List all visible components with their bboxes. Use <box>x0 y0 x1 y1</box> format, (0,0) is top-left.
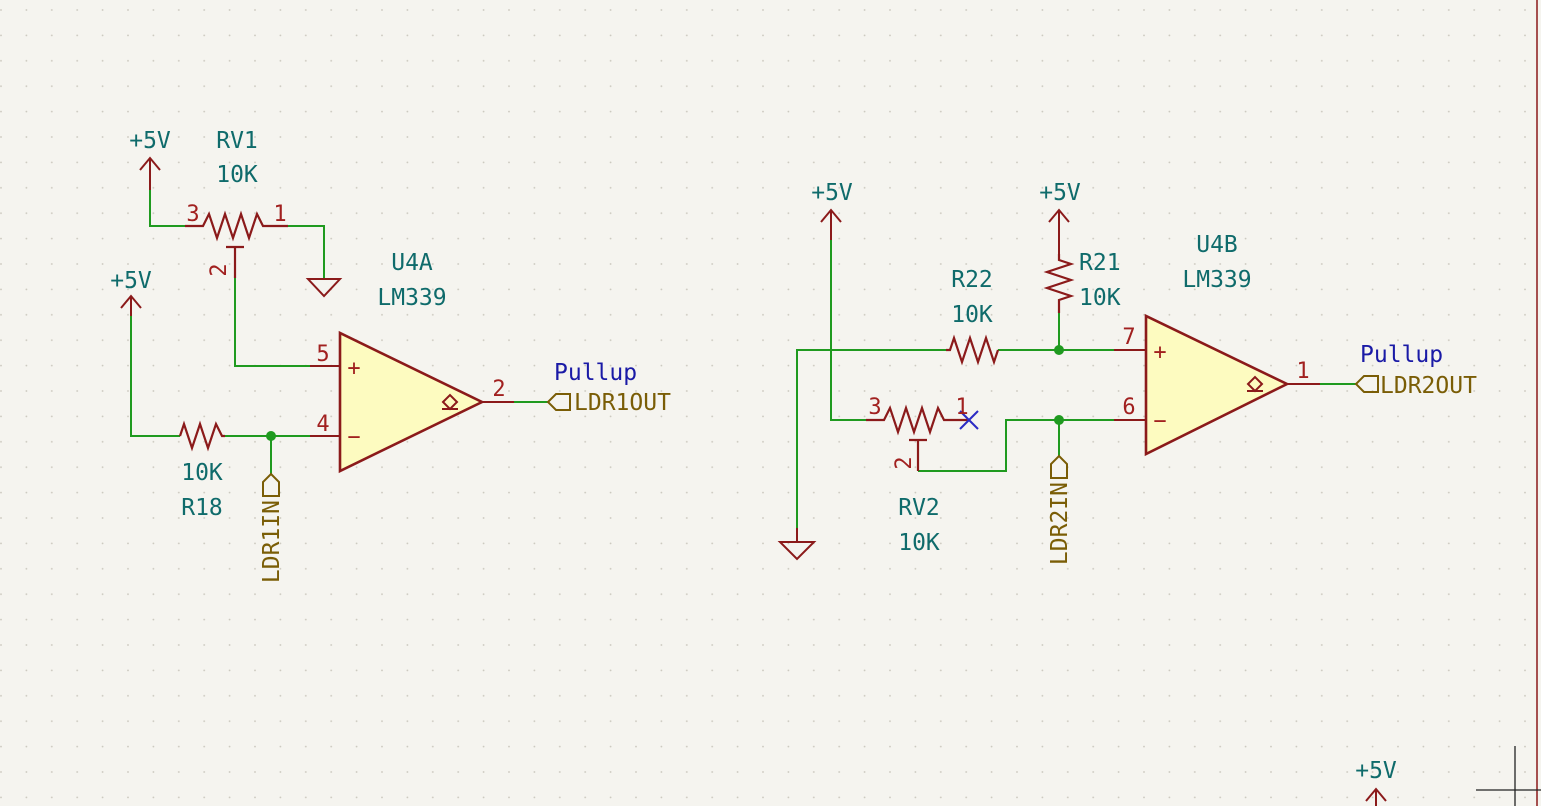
power-symbol-5v[interactable] <box>1365 787 1387 806</box>
rv2-pin-1: 1 <box>955 395 968 420</box>
u4a-pin-4: 4 <box>316 412 329 437</box>
ldr1out-label[interactable]: LDR1OUT <box>574 390 671 416</box>
rv2-value: 10K <box>898 530 940 556</box>
ldr2in-label-flag[interactable] <box>1050 454 1068 479</box>
r21-reference: R21 <box>1079 250 1121 276</box>
u4a-comparator[interactable] <box>310 330 514 474</box>
pullup-attribute: Pullup <box>554 360 637 386</box>
u4a-minus-sign: − <box>347 425 360 450</box>
power-label: +5V <box>1355 758 1397 784</box>
rv1-value: 10K <box>216 162 258 188</box>
ldr1in-label[interactable]: LDR1IN <box>259 500 285 583</box>
power-label: +5V <box>1039 180 1081 206</box>
rv2-potentiometer[interactable] <box>866 404 968 471</box>
crosshair-cursor-icon <box>1476 746 1541 806</box>
power-symbol-5v[interactable] <box>120 294 142 316</box>
rv1-pin-3: 3 <box>186 202 199 227</box>
rv1-potentiometer[interactable] <box>185 210 288 278</box>
ground-symbol[interactable] <box>777 528 817 561</box>
r22-reference: R22 <box>951 267 993 293</box>
junction-dot <box>1054 345 1064 355</box>
u4b-pin-1: 1 <box>1296 359 1309 384</box>
u4a-plus-sign: + <box>347 356 360 381</box>
power-label: +5V <box>129 128 171 154</box>
power-symbol-5v[interactable] <box>1048 208 1070 254</box>
u4b-pin-7: 7 <box>1122 325 1135 350</box>
rv1-pin-2: 2 <box>207 263 232 276</box>
u4b-value: LM339 <box>1182 267 1251 293</box>
u4b-pin-6: 6 <box>1122 395 1135 420</box>
r18-reference: R18 <box>181 495 223 521</box>
open-collector-icon <box>441 393 459 411</box>
u4a-value: LM339 <box>377 285 446 311</box>
ldr1in-label-flag[interactable] <box>262 472 280 497</box>
power-symbol-5v[interactable] <box>820 208 842 240</box>
rv1-pin-1: 1 <box>273 202 286 227</box>
power-label: +5V <box>110 268 152 294</box>
u4b-minus-sign: − <box>1153 409 1166 434</box>
u4a-pin-5: 5 <box>316 342 329 367</box>
pullup-attribute: Pullup <box>1360 342 1443 368</box>
power-label: +5V <box>811 180 853 206</box>
ground-symbol[interactable] <box>305 278 343 298</box>
junction-dot <box>266 431 276 441</box>
r21-resistor[interactable] <box>1043 254 1075 313</box>
rv2-reference: RV2 <box>898 495 940 521</box>
rv2-pin-2: 2 <box>892 456 917 469</box>
junction-dot <box>1054 415 1064 425</box>
u4b-reference: U4B <box>1196 232 1238 258</box>
ldr2out-label-flag[interactable] <box>1354 375 1379 393</box>
r22-value: 10K <box>951 302 993 328</box>
power-symbol-5v[interactable] <box>139 156 161 190</box>
no-connect-icon <box>959 410 979 430</box>
r18-value: 10K <box>181 460 223 486</box>
ldr1out-label-flag[interactable] <box>546 393 571 411</box>
u4a-pin-2: 2 <box>492 377 505 402</box>
ldr2in-label[interactable]: LDR2IN <box>1047 482 1073 565</box>
u4b-comparator[interactable] <box>1114 313 1320 457</box>
r22-resistor[interactable] <box>946 334 1000 366</box>
u4a-reference: U4A <box>391 250 433 276</box>
rv2-pin-3: 3 <box>868 395 881 420</box>
open-collector-icon <box>1246 375 1264 393</box>
u4b-plus-sign: + <box>1153 340 1166 365</box>
wires-right <box>796 240 1356 528</box>
ldr2out-label[interactable]: LDR2OUT <box>1380 373 1477 399</box>
r21-value: 10K <box>1079 285 1121 311</box>
r18-resistor[interactable] <box>178 420 225 452</box>
rv1-reference: RV1 <box>216 128 258 154</box>
